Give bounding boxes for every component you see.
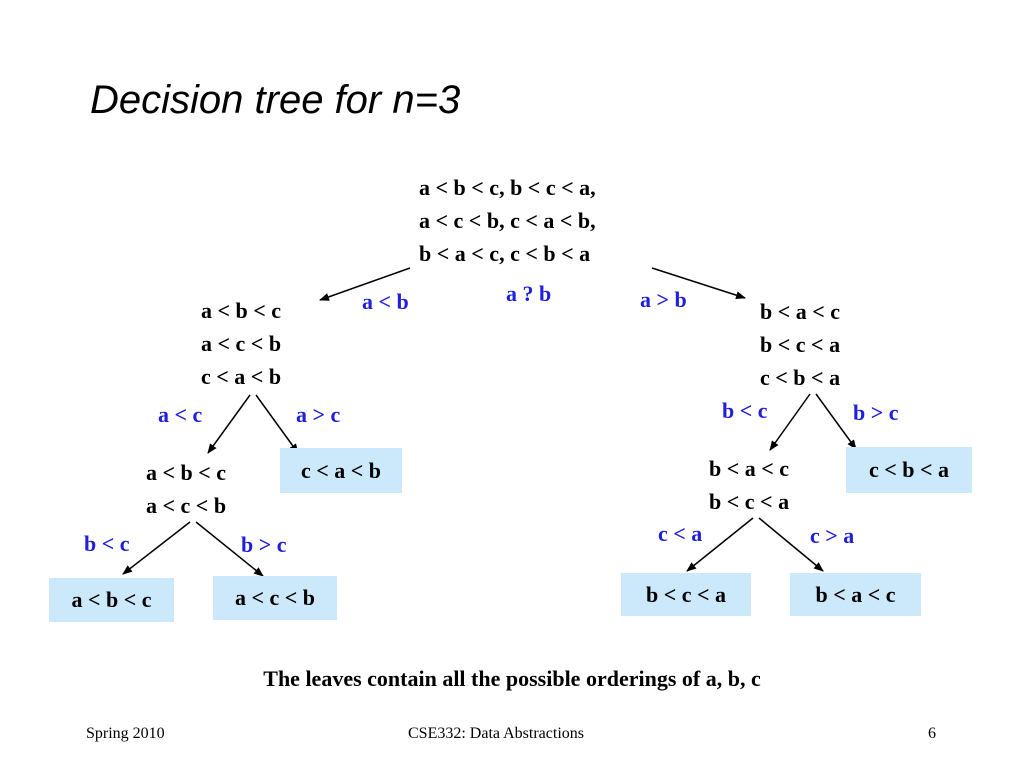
leaf-b-lt-c-lt-a: b < c < a	[621, 573, 751, 616]
edge-r-rr	[815, 393, 857, 450]
left-node-line-2: a < c < b	[201, 331, 282, 356]
right-left-node: b < a < c b < c < a	[709, 452, 789, 518]
right-node-line-1: b < a < c	[760, 299, 841, 324]
left-node: a < b < c a < c < b c < a < b	[201, 294, 281, 393]
left-node-line-1: a < b < c	[201, 298, 282, 323]
edge-label-c-gt-a: c > a	[810, 523, 855, 548]
left-left-node-line-1: a < b < c	[146, 460, 227, 485]
footer-date: Spring 2010	[86, 725, 165, 742]
left-left-node-line-2: a < c < b	[146, 493, 227, 518]
edge-label-a-lt-c: a < c	[158, 402, 203, 427]
right-node-line-2: b < c < a	[760, 332, 841, 357]
caption: The leaves contain all the possible orde…	[263, 666, 761, 691]
edge-label-c-lt-a: c < a	[658, 521, 703, 546]
root-line-2: a < c < b, c < a < b,	[419, 208, 596, 233]
edge-root-left	[319, 267, 411, 301]
edge-label-a-gt-c: a > c	[296, 402, 341, 427]
edge-ll-lll	[122, 521, 191, 575]
right-node-line-3: c < b < a	[760, 365, 841, 390]
left-node-line-3: c < a < b	[201, 364, 282, 389]
edge-ll-llr	[195, 521, 264, 577]
right-node: b < a < c b < c < a c < b < a	[760, 295, 840, 394]
right-left-node-line-2: b < c < a	[709, 489, 790, 514]
edge-label-b-lt-c-right: b < c	[722, 398, 768, 423]
root-line-1: a < b < c, b < c < a,	[419, 175, 596, 200]
root-question: a ? b	[506, 281, 552, 306]
leaf-b-lt-a-lt-c: b < a < c	[790, 573, 921, 616]
edge-label-b-gt-c-left: b > c	[241, 532, 287, 557]
edge-l-lr	[255, 394, 299, 454]
footer-course: CSE332: Data Abstractions	[408, 725, 584, 742]
edge-label-b-lt-c-left: b < c	[84, 531, 130, 556]
slide-title: Decision tree for n=3	[90, 78, 461, 122]
edge-rl-rll	[686, 517, 754, 572]
edge-label-a-lt-b: a < b	[362, 289, 409, 314]
right-left-node-line-1: b < a < c	[709, 456, 790, 481]
leaf-c-lt-b-lt-a: c < b < a	[846, 447, 972, 493]
edge-rl-rlr	[758, 517, 824, 572]
footer-page-number: 6	[928, 725, 936, 742]
edge-root-right	[651, 267, 746, 300]
leaf-a-lt-c-lt-b: a < c < b	[213, 576, 337, 620]
root-node: a < b < c, b < c < a, a < c < b, c < a <…	[419, 171, 596, 270]
edge-label-b-gt-c-right: b > c	[853, 400, 899, 425]
edge-label-a-gt-b: a > b	[640, 287, 687, 312]
leaf-a-lt-b-lt-c: a < b < c	[49, 578, 174, 622]
edge-l-ll	[207, 394, 251, 454]
root-line-3: b < a < c, c < b < a	[419, 241, 591, 266]
edge-r-rl	[769, 393, 811, 451]
leaf-c-lt-a-lt-b: c < a < b	[280, 448, 402, 493]
left-left-node: a < b < c a < c < b	[146, 456, 226, 522]
